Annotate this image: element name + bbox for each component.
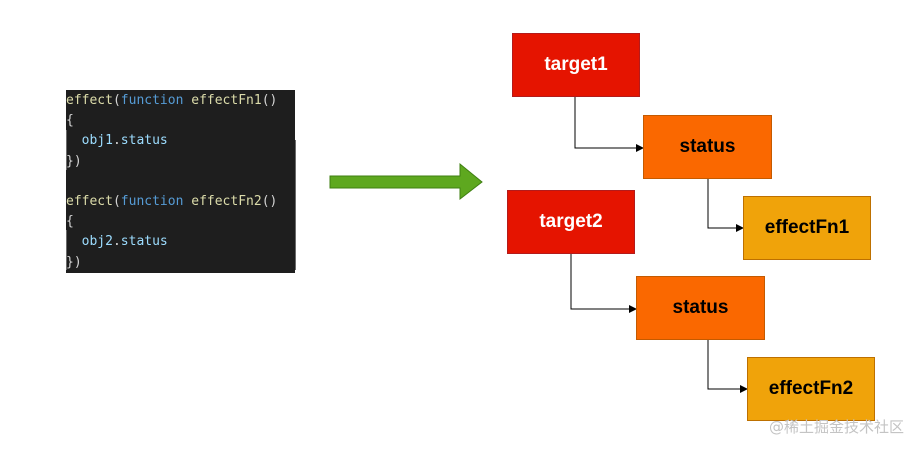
status-node-1: status (643, 115, 772, 179)
code-token: }) (66, 153, 82, 169)
code-token: function (120, 93, 184, 108)
target2-node: target2 (507, 190, 635, 254)
code-token: function (120, 193, 184, 209)
effectfn2-node: effectFn2 (747, 357, 875, 421)
code-line: { (66, 111, 295, 131)
code-token: obj2 (81, 234, 113, 250)
code-token: status (120, 133, 168, 149)
fold-guide (66, 230, 67, 270)
code-token: status (120, 234, 168, 250)
code-token: ( (112, 93, 121, 108)
code-line: effect(function effectFn2() (66, 192, 295, 212)
code-token: () (261, 193, 278, 209)
connector-target2-status (570, 254, 637, 313)
code-line: { (66, 212, 295, 232)
code-token: . (112, 234, 121, 250)
code-token: { (66, 214, 74, 230)
watermark: @稀土掘金技术社区 (768, 418, 904, 436)
code-token: () (261, 93, 278, 108)
code-token: effect (66, 193, 113, 209)
code-token: . (112, 133, 121, 149)
code-token: }) (66, 254, 82, 270)
code-token: ( (112, 193, 121, 209)
code-snippet: effect(function effectFn1(){ obj1.status… (66, 90, 295, 273)
connector-status2-effect2 (707, 340, 748, 393)
code-line: obj1.status (66, 131, 295, 151)
code-token: effectFn2 (191, 193, 262, 209)
code-line: obj2.status (66, 232, 295, 252)
code-token: { (66, 113, 74, 129)
fold-guide (295, 140, 296, 270)
connector-target1-status (574, 97, 644, 152)
code-line: }) (66, 253, 295, 273)
code-token: effectFn1 (191, 93, 262, 108)
big-green-arrow (329, 162, 483, 201)
code-token: effect (66, 93, 113, 108)
code-token: obj1 (81, 133, 113, 149)
status-node-2: status (636, 276, 765, 340)
effectfn1-node: effectFn1 (743, 196, 871, 260)
connector-status1-effect1 (707, 179, 744, 232)
code-line: effect(function effectFn1() (66, 91, 295, 111)
code-line: }) (66, 152, 295, 172)
target1-node: target1 (512, 33, 640, 97)
fold-guide (66, 130, 67, 170)
